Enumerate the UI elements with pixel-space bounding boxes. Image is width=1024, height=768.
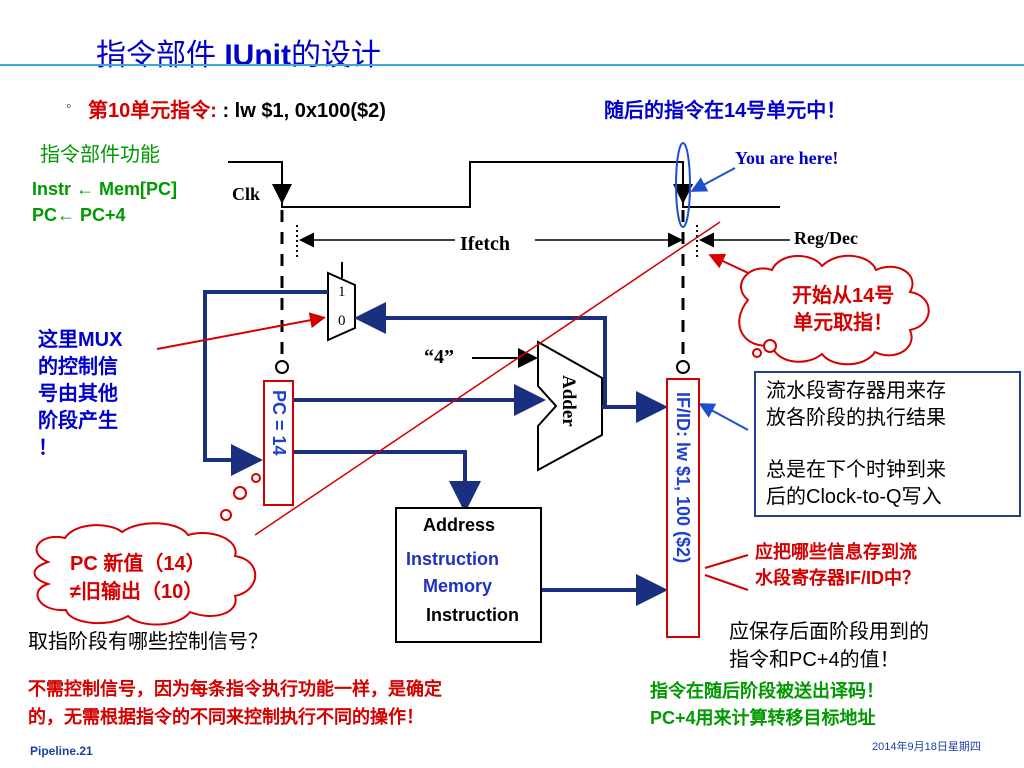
pipeline-register-text-2: 总是在下个时钟到来 后的Clock-to-Q写入 <box>766 459 946 508</box>
pipeline-register-panel: 流水段寄存器用来存 放各阶段的执行结果 总是在下个时钟到来 后的Clock-to… <box>754 371 1021 517</box>
control-answer: 不需控制信号，因为每条指令执行功能一样，是确定 的，无需根据指令的不同来控制执行… <box>28 679 442 727</box>
page-title: 指令部件 IUnit的设计 <box>96 39 381 72</box>
cloud-start-14 <box>738 254 930 366</box>
pc-register-label: PC = 14 <box>269 390 289 456</box>
title-rule <box>0 64 1024 66</box>
subtitle: 第10单元指令: : lw $1, 0x100($2) <box>88 100 386 122</box>
adder-to-mux-wire <box>354 302 607 407</box>
start-14-text: 开始从14号 单元取指！ <box>792 285 895 334</box>
pc-register: PC = 14 <box>263 380 294 506</box>
ifid-register-label: IF/ID: lw $1, 100 ($2) <box>673 392 693 564</box>
adder-label: Adder <box>558 375 579 427</box>
footer-slide-number: Pipeline.21 <box>30 744 93 758</box>
iunit-function-heading: 指令部件功能 <box>40 144 160 166</box>
store-answer: 应保存后面阶段用到的 指令和PC+4的值！ <box>729 621 929 671</box>
you-are-here-marker <box>675 142 691 228</box>
regdec-label: Reg/Dec <box>794 228 858 248</box>
pipeline-register-text-1: 流水段寄存器用来存 放各阶段的执行结果 <box>766 380 946 429</box>
pc-cloud-text: PC 新值（14） ≠旧输出（10） <box>70 553 206 603</box>
bullet-marker: ◦ <box>66 98 72 115</box>
ifetch-label: Ifetch <box>460 233 510 255</box>
mux-input-1: 1 <box>338 284 346 300</box>
ifid-register: IF/ID: lw $1, 100 ($2) <box>666 378 700 638</box>
next-instruction-note: 随后的指令在14号单元中！ <box>604 100 847 122</box>
mux-to-pc-wire <box>203 290 328 476</box>
mux-control-note: 这里MUX 的控制信 号由其他 阶段产生 ！ <box>38 329 123 459</box>
rtl-line-2: PC← PC+4 <box>32 205 126 225</box>
instruction-memory: Address Instruction Memory Instruction <box>395 507 542 643</box>
clk-label: Clk <box>232 184 261 204</box>
control-question: 取指阶段有哪些控制信号？ <box>28 631 268 653</box>
clock-waveform <box>228 161 780 208</box>
mux-input-0: 0 <box>338 313 346 329</box>
send-note: 指令在随后阶段被送出译码！ PC+4用来计算转移目标地址 <box>650 681 884 728</box>
cloud-pc-value <box>33 473 261 626</box>
memory-address-port: Address <box>423 515 496 535</box>
store-question: 应把哪些信息存到流 水段寄存器IF/ID中？ <box>755 542 920 588</box>
footer-date: 2014年9月18日星期四 <box>872 741 981 753</box>
rtl-line-1: Instr ← Mem[PC] <box>32 179 178 199</box>
memory-name-1: Instruction <box>406 549 499 569</box>
memory-name-2: Memory <box>423 576 493 596</box>
pc-to-memory-wire <box>292 450 481 513</box>
memory-output-port: Instruction <box>426 605 519 625</box>
you-are-here-label: You are here! <box>735 148 839 168</box>
constant-four: “4” <box>424 346 454 368</box>
